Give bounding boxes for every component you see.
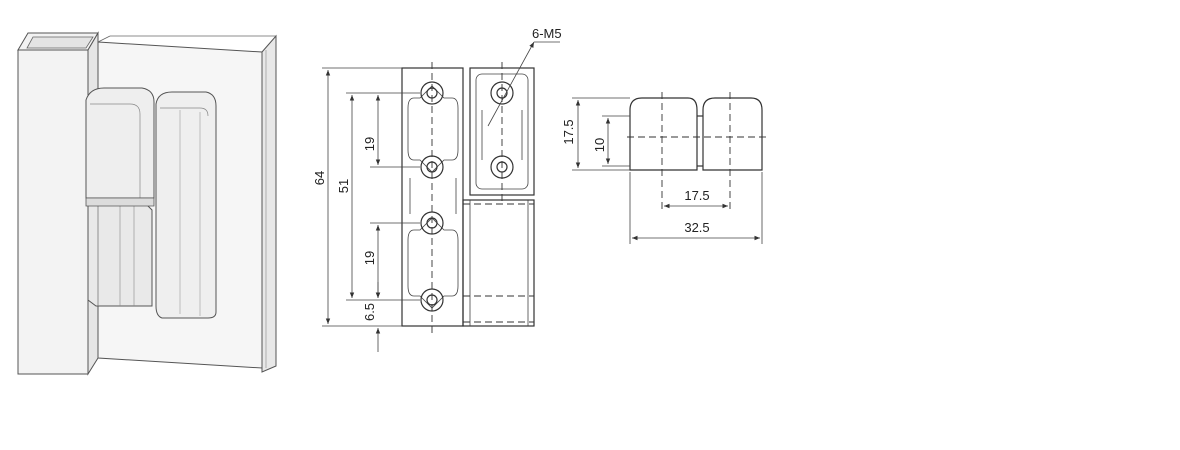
knuckle-right bbox=[702, 97, 763, 171]
thread-callout-label: 6-M5 bbox=[532, 26, 562, 41]
dim-hole-pitch-bottom: 19 bbox=[362, 251, 377, 265]
right-leaf-outline-lower bbox=[462, 199, 535, 327]
hinge-front-view: 64 51 19 19 6.5 6-M5 bbox=[312, 26, 562, 352]
dim-hole-span: 51 bbox=[336, 179, 351, 193]
left-leaf-outline bbox=[401, 67, 464, 327]
left-leaf-slot-lower bbox=[407, 217, 459, 309]
hinge-leaf-right bbox=[155, 91, 217, 319]
thread-callout: 6-M5 bbox=[487, 26, 562, 127]
hinge-isometric-view bbox=[17, 31, 277, 376]
dim-overall-width: 32.5 bbox=[684, 220, 709, 235]
screw-holes bbox=[420, 81, 514, 312]
dim-overall-height: 64 bbox=[312, 171, 327, 185]
hinge-leaf-left bbox=[85, 87, 155, 307]
dim-knuckle-width: 17.5 bbox=[684, 188, 709, 203]
knuckle-left bbox=[629, 97, 698, 171]
left-leaf-slot-upper bbox=[407, 85, 459, 173]
dim-inner-height: 10 bbox=[592, 138, 607, 152]
dim-hole-pitch-top: 19 bbox=[362, 137, 377, 151]
dim-edge-offset: 6.5 bbox=[362, 303, 377, 321]
hinge-side-view: 17.5 10 17.5 32.5 bbox=[561, 92, 766, 244]
dim-side-height: 17.5 bbox=[561, 119, 576, 144]
